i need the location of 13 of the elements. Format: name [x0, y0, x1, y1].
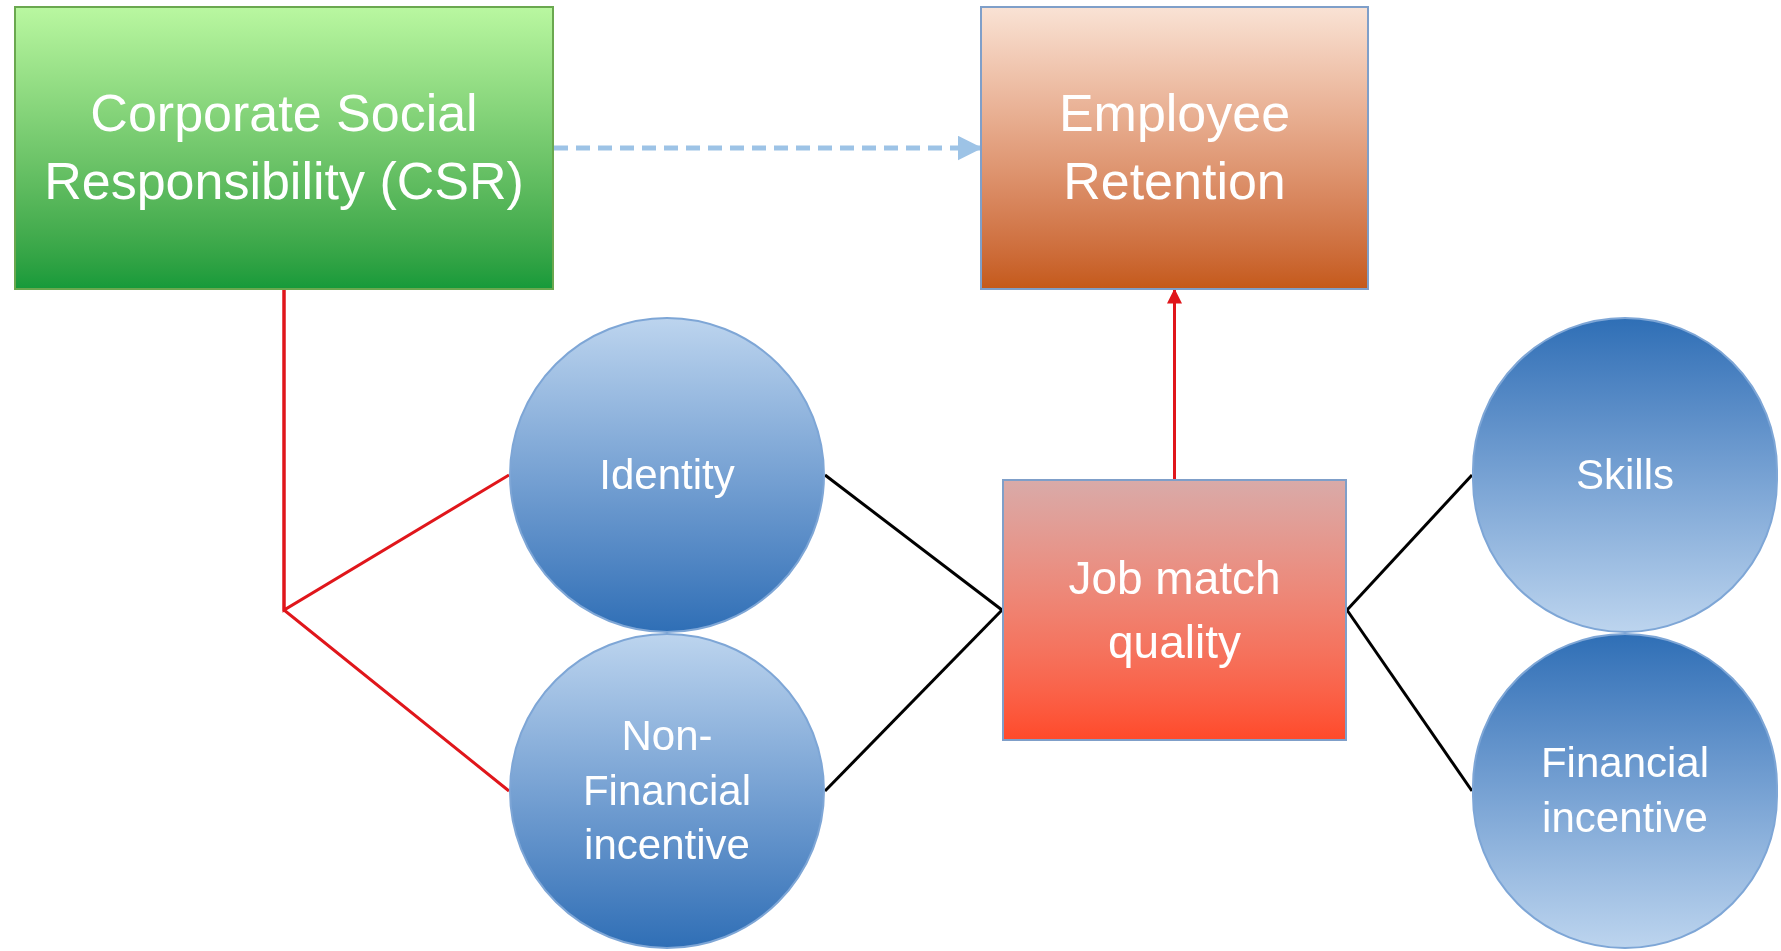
- node-label: Employee Retention: [1057, 83, 1292, 212]
- node-label: Skills: [1575, 449, 1675, 500]
- node-label: Non-Financial incentive: [581, 711, 753, 871]
- node-label: Financial incentive: [1539, 738, 1711, 843]
- connector-line: [282, 290, 510, 793]
- outcome-box: [980, 6, 1369, 290]
- process-box: [1002, 479, 1347, 741]
- arrow: [1167, 288, 1182, 479]
- process-box: [14, 6, 554, 290]
- connector-line: [824, 473, 1003, 612]
- node-label: Corporate Social Responsibility (CSR): [43, 83, 525, 212]
- node-label: Identity: [598, 449, 736, 500]
- node-label: Job match quality: [1067, 550, 1282, 670]
